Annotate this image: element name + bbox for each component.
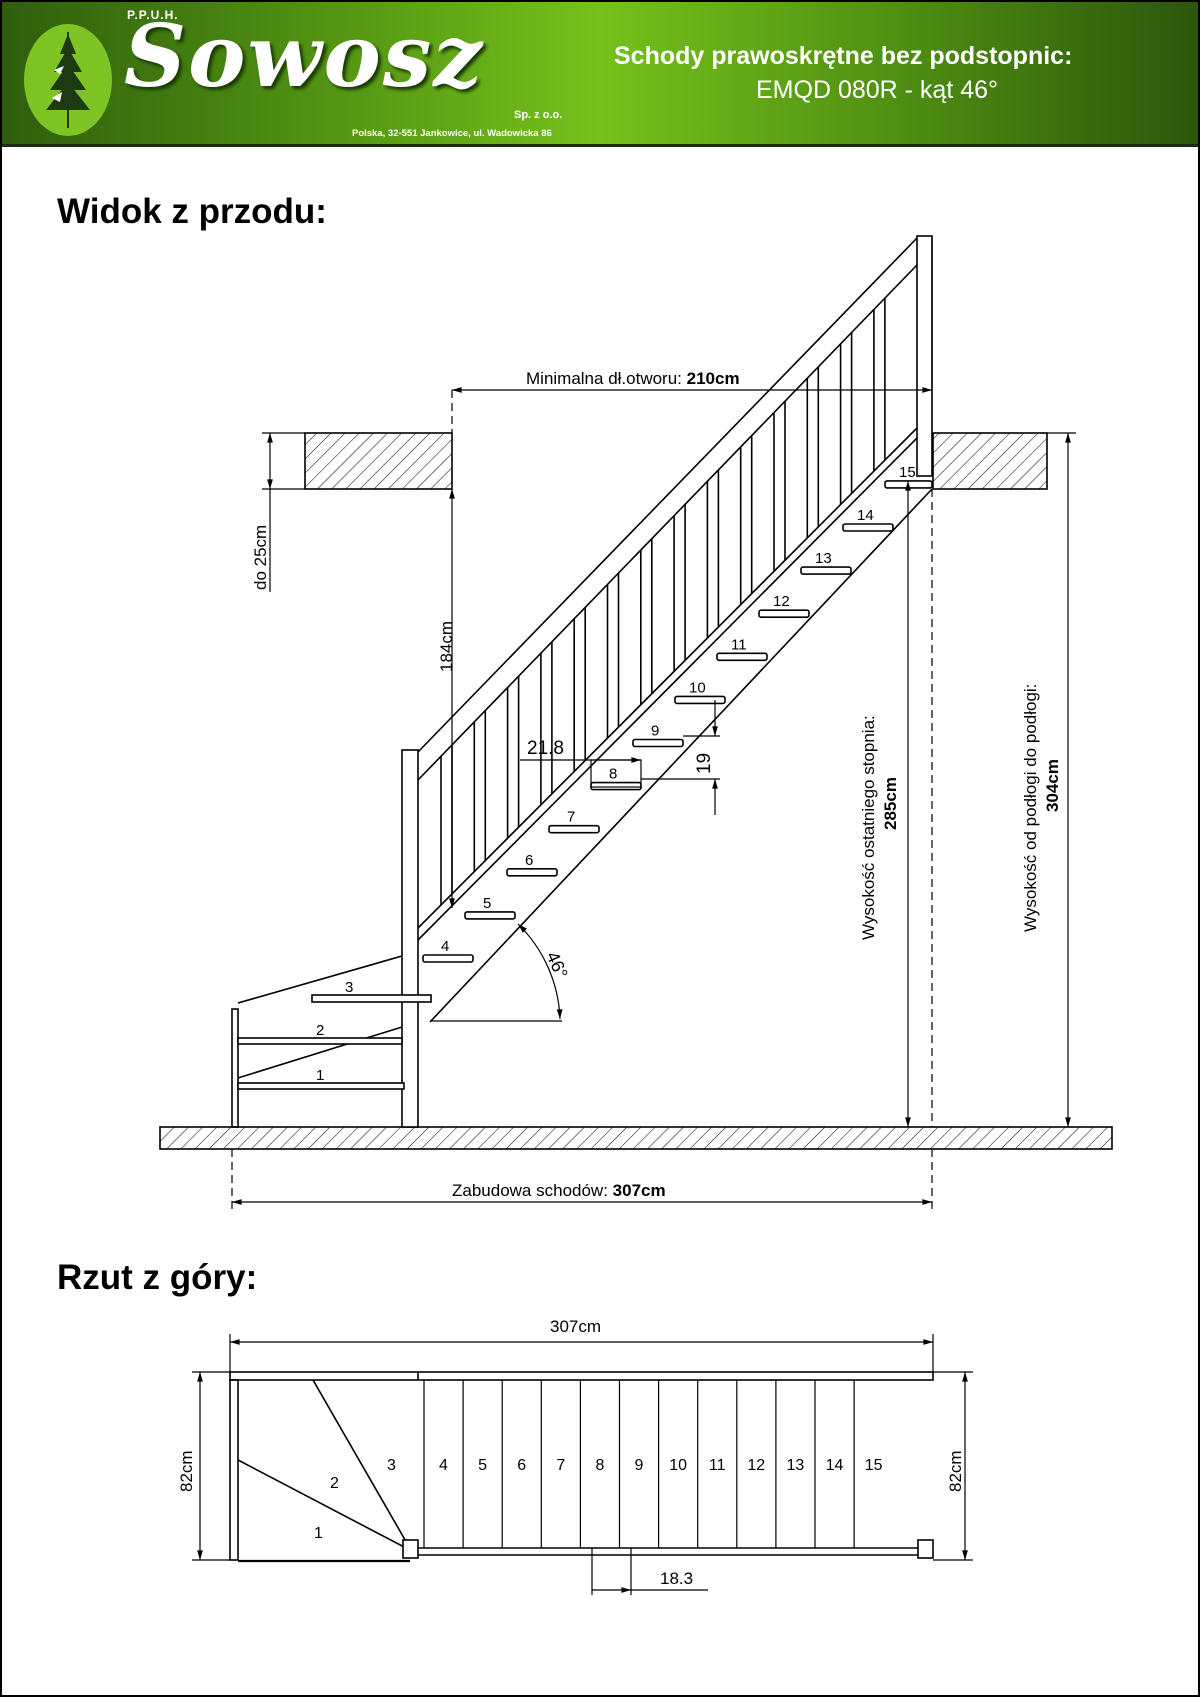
angle-arc	[517, 923, 563, 1020]
riser-label: 19	[694, 753, 715, 774]
front-view	[159, 235, 1113, 1210]
tread-3	[311, 994, 432, 1003]
last-step-value: 285cm	[881, 777, 900, 830]
step-number: 13	[815, 550, 832, 567]
step-number: 11	[731, 636, 747, 653]
winder-post	[231, 1008, 239, 1128]
tread-9	[632, 738, 684, 748]
top-rail	[229, 1371, 934, 1381]
plan-step-number: 12	[747, 1457, 765, 1474]
step-number: 10	[689, 679, 706, 696]
plan-step-number: 4	[439, 1457, 448, 1474]
handrail-top	[417, 237, 918, 753]
tread-7	[548, 824, 600, 834]
tread-run-label: 18.3	[660, 1569, 693, 1588]
plan-step-number: 5	[478, 1457, 487, 1474]
document-subtitle: EMQD 080R - kąt 46°	[756, 76, 999, 104]
angle-label: 46°	[542, 948, 571, 981]
newel-post	[401, 749, 419, 1128]
plan-step-number: 1	[314, 1525, 323, 1542]
plan-step-number: 13	[787, 1457, 805, 1474]
last-step-label: Wysokość ostatniego stopnia:	[859, 715, 878, 940]
floor-hatch	[159, 1126, 1113, 1150]
plan-step-number: 10	[669, 1457, 687, 1474]
step-number: 8	[609, 766, 617, 783]
length-label: 307cm	[550, 1317, 601, 1336]
plan-step-number: 2	[330, 1475, 339, 1492]
plan-step-number: 6	[517, 1457, 526, 1474]
header-banner: P.P.U.H. Sowosz Sp. z o.o. Polska, 32-55…	[2, 2, 1198, 147]
plan-step-number: 14	[826, 1457, 844, 1474]
tread-1	[237, 1082, 405, 1090]
handrail-bottom	[417, 264, 918, 781]
step-number: 3	[345, 979, 353, 996]
tread-6	[506, 867, 558, 877]
top-post	[916, 235, 933, 477]
opening-label: Minimalna dł.otworu: 210cm	[526, 369, 740, 388]
build-length-label: Zabudowa schodów: 307cm	[452, 1181, 666, 1200]
step-number: 4	[441, 938, 449, 955]
step-number: 1	[316, 1067, 324, 1084]
width-right-label: 82cm	[946, 1450, 965, 1492]
straight-treads	[422, 480, 933, 963]
step-number: 15	[899, 464, 916, 481]
tread-11	[716, 652, 768, 662]
ceiling-left-hatch	[304, 432, 453, 490]
step-number: 7	[567, 809, 575, 826]
tread-8	[590, 781, 642, 791]
tread-10	[674, 695, 726, 705]
stringer-inner	[417, 427, 918, 929]
winder-stringer-bottom	[237, 1026, 403, 1079]
front-view-heading: Widok z przodu:	[57, 192, 327, 231]
step-number: 9	[651, 723, 659, 740]
top-view	[192, 1334, 973, 1595]
tread-12	[758, 609, 810, 619]
top-view-heading: Rzut z góry:	[57, 1258, 258, 1297]
winder-stringer-top	[237, 955, 403, 1004]
ceiling-thickness-label: do 25cm	[251, 525, 270, 590]
plan-step-number: 9	[635, 1457, 644, 1474]
company-prefix: P.P.U.H.	[127, 8, 179, 22]
step-number: 14	[857, 507, 874, 524]
step-number: 12	[773, 593, 790, 610]
headroom-label: 184cm	[437, 621, 456, 672]
plan-step-number: 7	[556, 1457, 565, 1474]
step-number: 6	[525, 852, 533, 869]
post-square-left	[402, 1539, 419, 1559]
tread-13	[800, 566, 852, 575]
balusters	[440, 298, 886, 905]
winder-line-2	[312, 1379, 409, 1546]
step-number: 2	[316, 1022, 324, 1039]
tree-logo-icon	[24, 24, 112, 136]
left-wall-rail	[229, 1379, 239, 1561]
tread-depth-label: 21.8	[527, 738, 564, 759]
plan-step-number: 11	[709, 1457, 726, 1474]
company-address: Polska, 32-551 Jankowice, ul. Wadowicka …	[352, 128, 552, 139]
ceiling-right-hatch	[932, 432, 1048, 490]
step-number: 5	[483, 895, 491, 912]
winder-line-1	[237, 1459, 407, 1549]
plan-step-number: 15	[865, 1457, 883, 1474]
company-suffix: Sp. z o.o.	[514, 109, 563, 121]
tread-5	[464, 911, 516, 920]
tread-2	[237, 1037, 403, 1045]
floor-to-floor-label: Wysokość od podłogi do podłogi:	[1021, 684, 1040, 932]
tread-4	[422, 954, 474, 963]
company-logo-text: Sowosz	[124, 6, 485, 107]
plan-step-number: 8	[595, 1457, 604, 1474]
width-left-label: 82cm	[177, 1450, 196, 1492]
stringer-inner-2	[417, 437, 918, 941]
post-square-right	[917, 1539, 934, 1559]
floor-to-floor-value: 304cm	[1043, 759, 1062, 812]
tread-14	[842, 523, 894, 532]
stringer-outer	[429, 488, 933, 1023]
document-title: Schody prawoskrętne bez podstopnic:	[614, 42, 1073, 70]
plan-step-number: 3	[387, 1457, 396, 1474]
